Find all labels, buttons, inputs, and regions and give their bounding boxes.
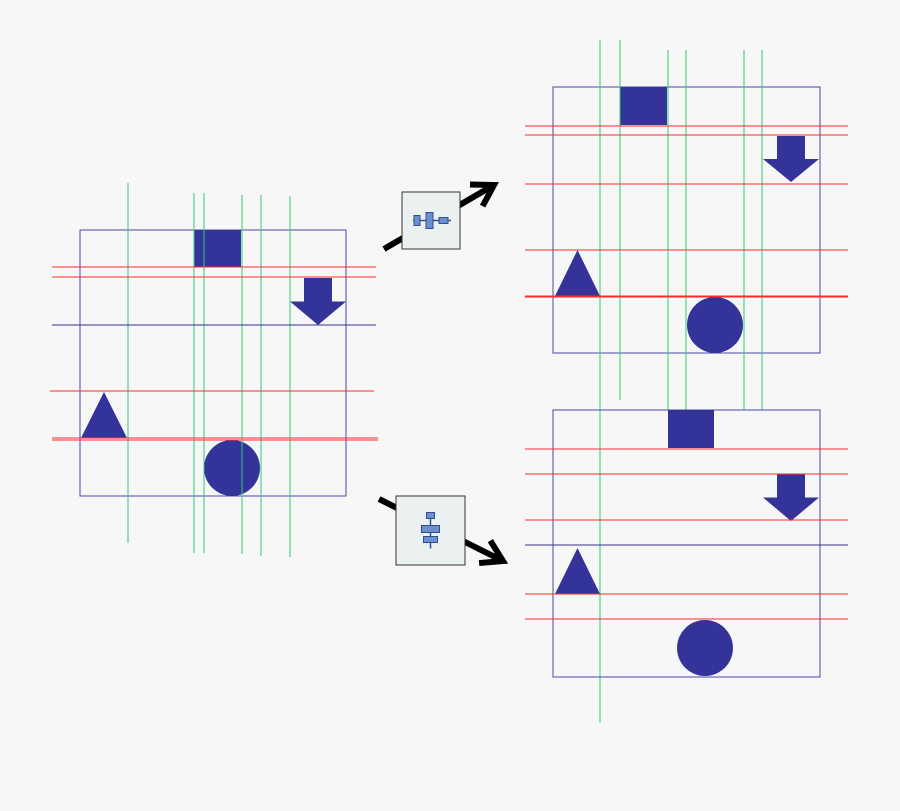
node	[438, 217, 449, 224]
panel-distributed-horizontal	[525, 40, 848, 723]
down-arrow-shape	[763, 136, 819, 182]
triangle-shape	[81, 392, 127, 438]
square-shape	[620, 87, 667, 125]
arrow-head	[469, 181, 499, 208]
distribute-horizontal-icon[interactable]	[401, 191, 461, 250]
square-shape	[194, 230, 241, 267]
square-shape	[668, 410, 714, 448]
node	[425, 212, 434, 229]
circle-shape	[677, 620, 733, 676]
node	[423, 536, 438, 543]
circle-shape	[687, 297, 743, 353]
node	[421, 525, 440, 533]
arrow-head	[478, 539, 509, 567]
circle-shape	[204, 440, 260, 496]
distribute-vertical-icon[interactable]	[395, 495, 466, 566]
panel-original	[50, 183, 378, 557]
node	[413, 215, 421, 226]
panel-distributed-vertical	[525, 409, 848, 678]
triangle-shape	[555, 548, 600, 594]
node	[426, 512, 435, 519]
down-arrow-shape	[763, 474, 819, 521]
triangle-shape	[555, 250, 600, 296]
down-arrow-shape	[290, 278, 346, 325]
